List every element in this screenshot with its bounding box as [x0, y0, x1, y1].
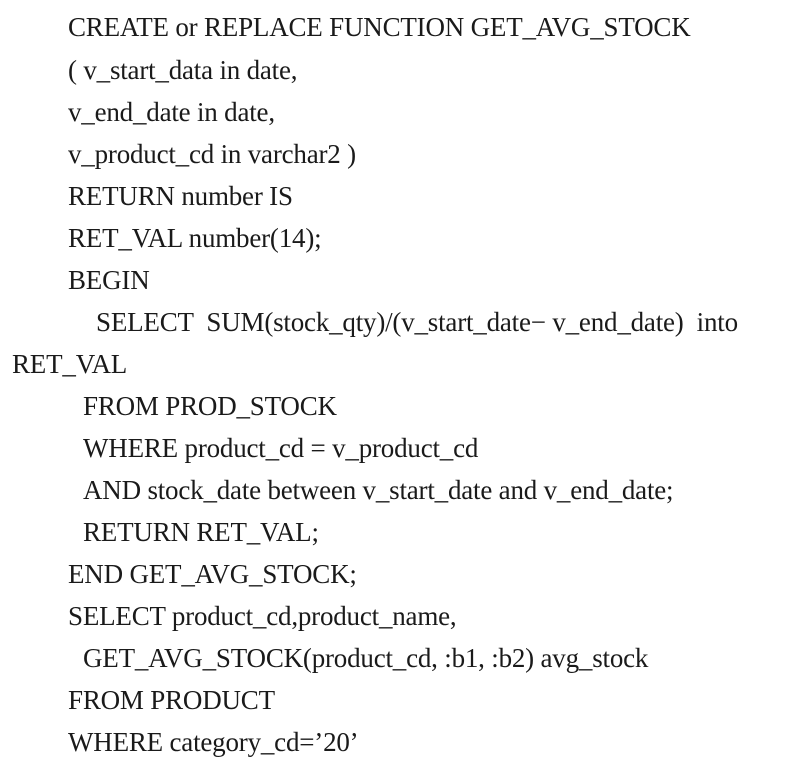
code-line-16: GET_AVG_STOCK(product_cd, :b1, :b2) avg_… [83, 643, 649, 673]
code-line-15: SELECT product_cd,product_name, [68, 601, 457, 631]
code-line-13: RETURN RET_VAL; [83, 517, 319, 547]
code-line-3: v_end_date in date, [68, 97, 275, 127]
code-line-2: ( v_start_data in date, [68, 55, 298, 85]
code-line-10: FROM PROD_STOCK [83, 391, 337, 421]
code-line-5: RETURN number IS [68, 181, 293, 211]
code-line-1: CREATE or REPLACE FUNCTION GET_AVG_STOCK [68, 12, 691, 42]
code-line-12: AND stock_date between v_start_date and … [83, 475, 674, 505]
code-line-4: v_product_cd in varchar2 ) [68, 139, 356, 169]
code-line-8: SELECT SUM(stock_qty)/(v_start_date− v_e… [96, 307, 738, 337]
code-line-7: BEGIN [68, 265, 150, 295]
code-line-6: RET_VAL number(14); [68, 223, 322, 253]
code-line-18: WHERE category_cd=’20’ [68, 727, 359, 757]
code-line-11: WHERE product_cd = v_product_cd [83, 433, 479, 463]
code-line-9: RET_VAL [12, 349, 128, 379]
code-line-17: FROM PRODUCT [68, 685, 275, 715]
code-line-14: END GET_AVG_STOCK; [68, 559, 357, 589]
